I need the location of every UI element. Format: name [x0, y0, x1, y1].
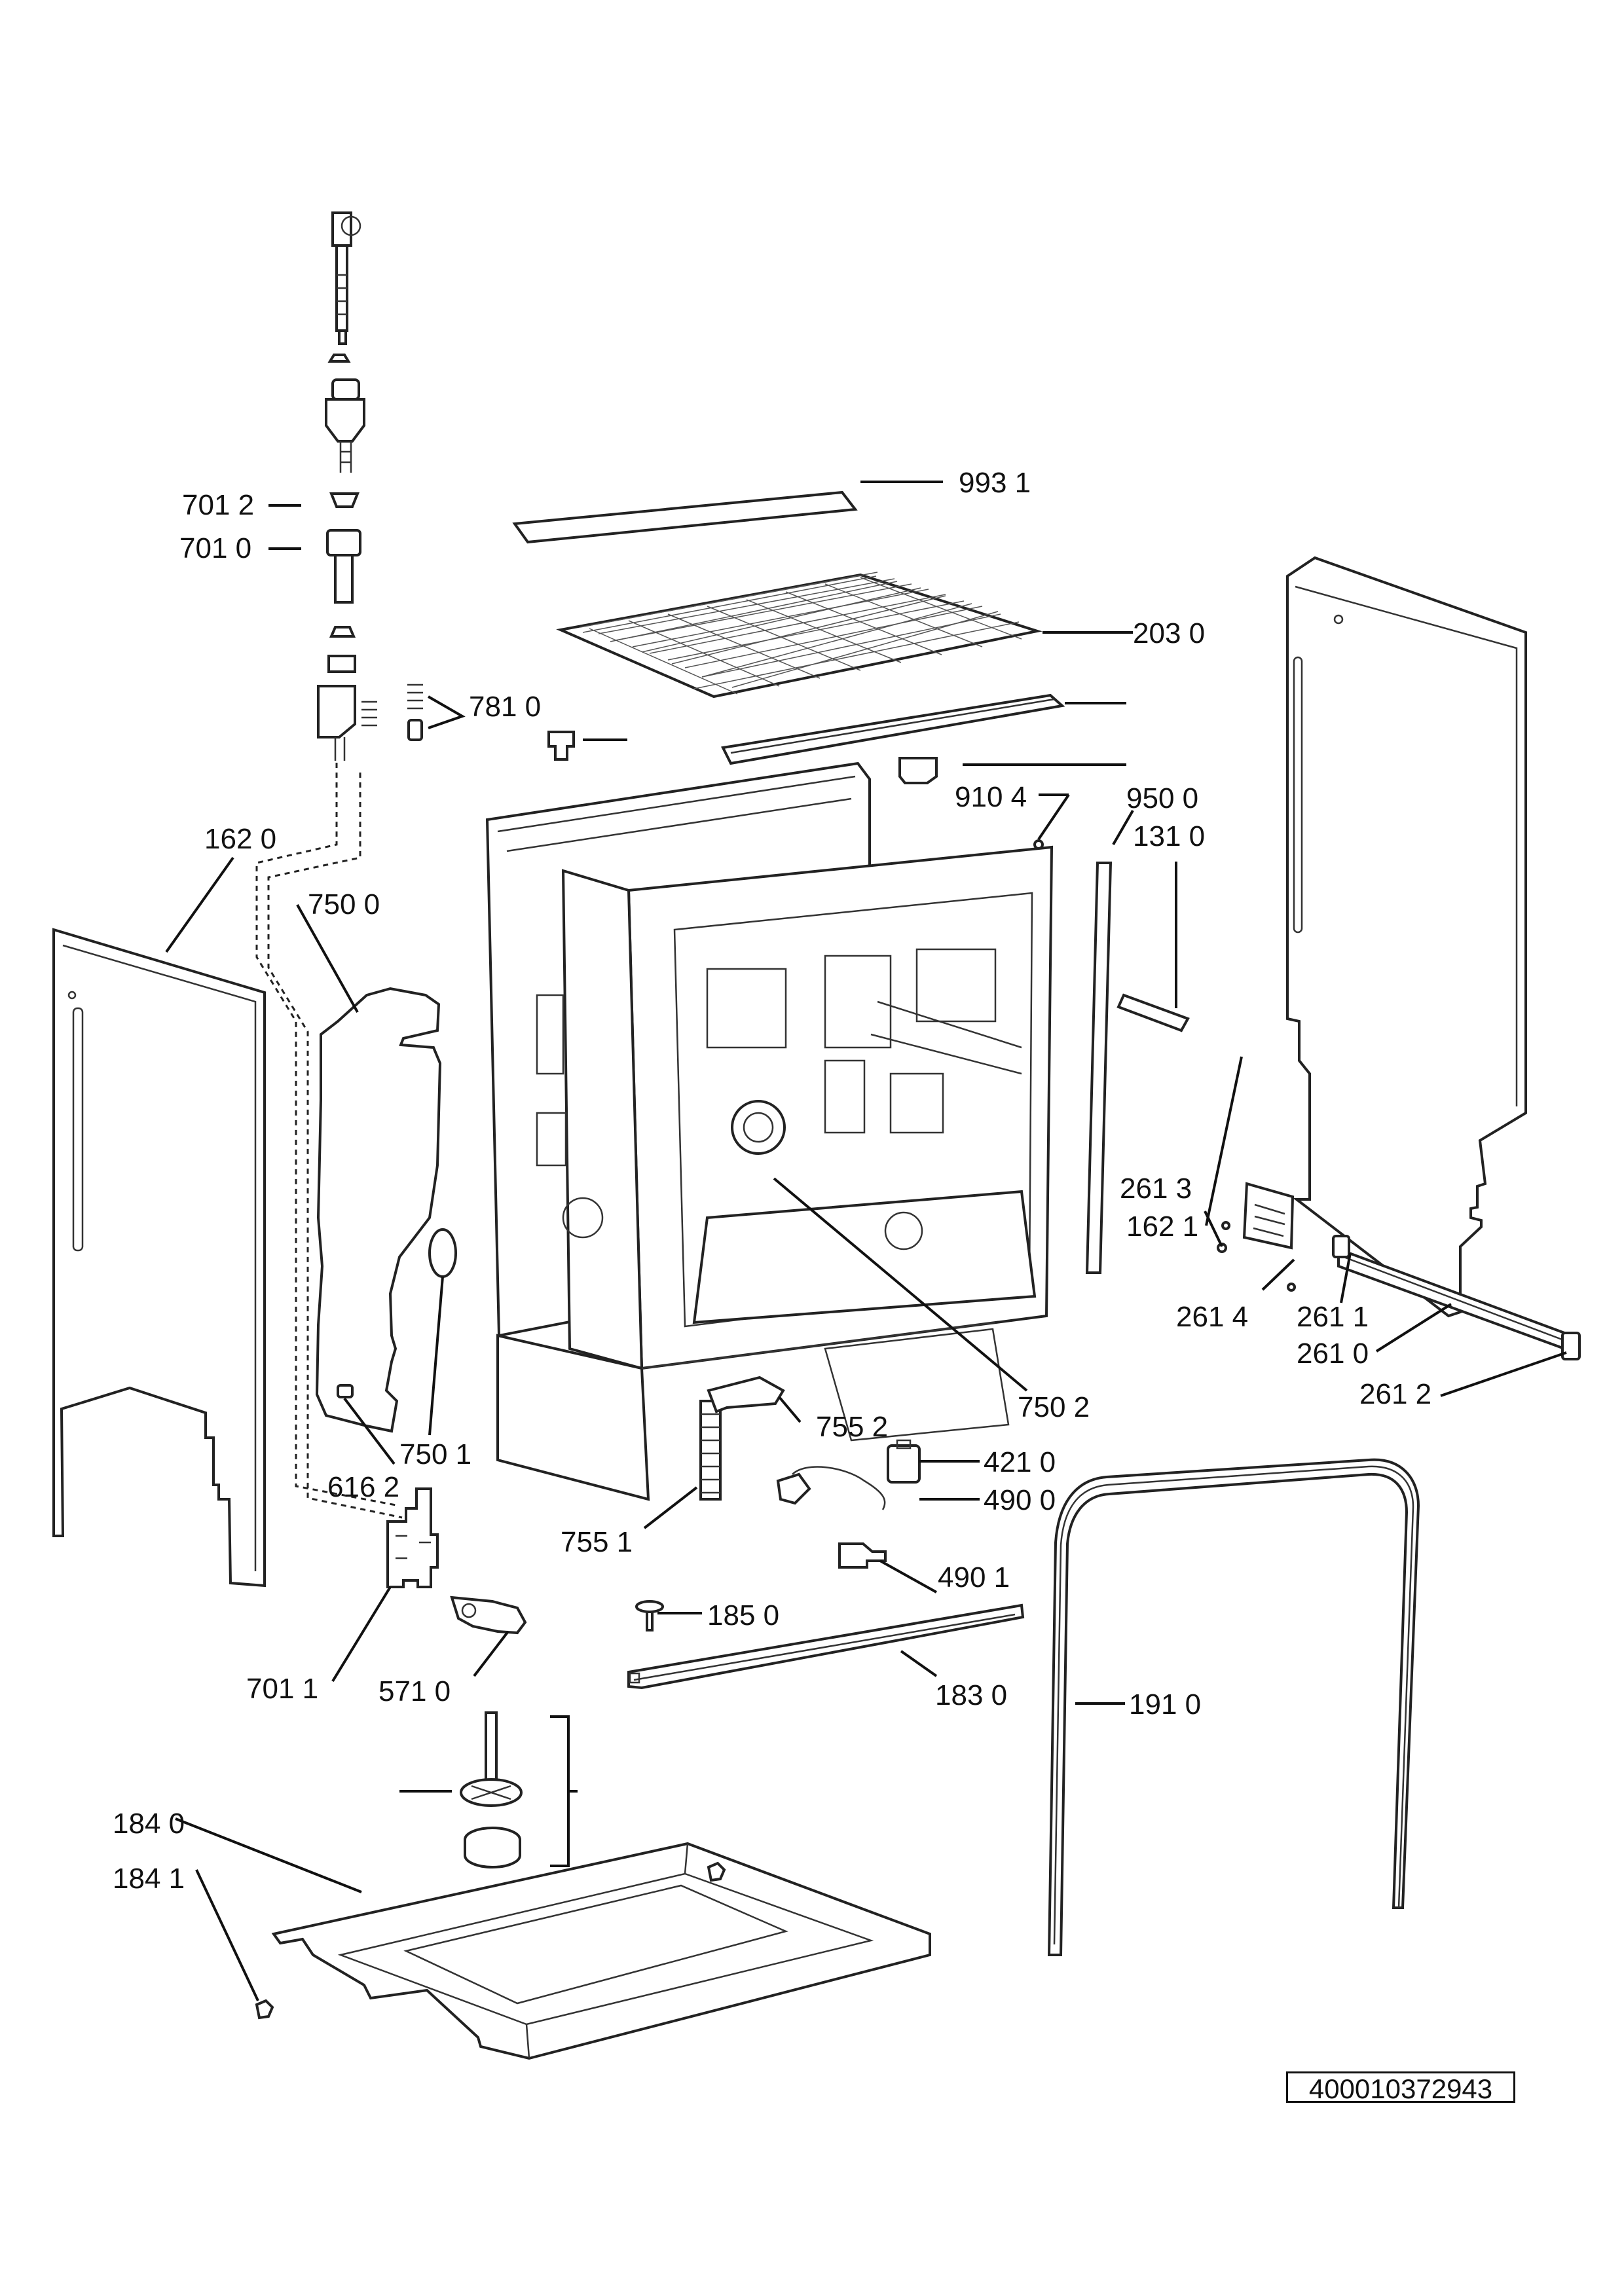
label-6162: 616 2	[327, 1471, 399, 1503]
inlet-hose-connector	[325, 354, 365, 473]
bar-1830	[627, 1603, 1025, 1690]
seal-strip-9500	[1085, 862, 1113, 1274]
label-7502: 750 2	[1018, 1391, 1090, 1423]
hose-nut-7010	[326, 529, 361, 604]
label-1621: 162 1	[1126, 1211, 1198, 1243]
clip-2611	[1332, 1235, 1350, 1258]
callout-labels: 701 2 701 0 993 1 203 0 781 0 910 4 950 …	[113, 467, 1431, 1895]
label-9931: 993 1	[959, 467, 1031, 499]
label-7500: 750 0	[308, 888, 380, 920]
side-panel-1620	[52, 928, 266, 1588]
leader-lines	[165, 481, 1567, 2001]
endcap-2612	[1561, 1332, 1581, 1360]
bracket-7552	[707, 1376, 785, 1413]
springs-7810	[361, 683, 423, 741]
label-5710: 571 0	[378, 1675, 451, 1707]
sensor-4901	[838, 1542, 887, 1569]
screw-1850	[635, 1600, 664, 1631]
top-strip-9931	[512, 490, 858, 544]
label-2613: 261 3	[1120, 1173, 1192, 1205]
door-seal-1910	[1047, 1458, 1420, 1956]
label-7010: 701 0	[179, 532, 251, 564]
screw-2613-c	[1287, 1283, 1296, 1292]
top-rail	[720, 693, 1065, 765]
label-4210: 421 0	[984, 1446, 1056, 1478]
part-6162	[337, 1384, 354, 1398]
label-7551: 755 1	[561, 1526, 633, 1558]
inlet-valve-assembly	[331, 211, 361, 345]
screw-1841-a	[255, 1999, 274, 2020]
bracket-2614	[1242, 1182, 1295, 1250]
cable-4900	[776, 1466, 886, 1510]
label-2611: 261 1	[1297, 1301, 1369, 1333]
label-4900: 490 0	[984, 1484, 1056, 1516]
label-9500: 950 0	[1126, 782, 1198, 814]
gasket-7012	[329, 492, 360, 508]
label-1620: 162 0	[204, 823, 276, 855]
document-number: 400010372943	[1286, 2071, 1515, 2104]
hinge-7011	[386, 1487, 439, 1588]
label-1830: 183 0	[935, 1679, 1007, 1711]
connector-lower	[317, 626, 356, 761]
base-tray-1840	[271, 1842, 931, 2060]
valve-5710	[450, 1595, 527, 1635]
side-insulation-7500	[315, 987, 442, 1433]
label-1910: 191 0	[1129, 1688, 1201, 1721]
label-7501: 750 1	[399, 1438, 471, 1470]
label-4901: 490 1	[938, 1561, 1010, 1594]
inlet-hose-path	[255, 763, 400, 1507]
label-1850: 185 0	[707, 1599, 779, 1631]
label-2614: 261 4	[1176, 1301, 1248, 1333]
label-7012: 701 2	[182, 489, 254, 521]
label-7810: 781 0	[469, 691, 541, 723]
screw-2613-b	[1221, 1221, 1230, 1230]
clip-part	[547, 731, 575, 761]
switch-4210	[887, 1439, 921, 1484]
label-2030: 203 0	[1133, 617, 1205, 649]
impeller-assembly	[460, 1711, 523, 1868]
screw-1841-b	[707, 1861, 726, 1882]
label-7011: 701 1	[246, 1673, 318, 1705]
small-bracket	[898, 757, 938, 784]
inlet-hose-path-2	[267, 773, 403, 1519]
side-panel-1621	[1286, 556, 1527, 1318]
group-bracket	[550, 1715, 578, 1867]
label-7552: 755 2	[816, 1411, 888, 1443]
spring-7551	[699, 1400, 722, 1501]
insulation-mat-2030	[556, 572, 1043, 699]
label-1310: 131 0	[1133, 820, 1205, 852]
label-1840: 184 0	[113, 1808, 185, 1840]
label-1841: 184 1	[113, 1863, 185, 1895]
gasket-7501	[428, 1228, 457, 1278]
main-tub	[485, 761, 1054, 1501]
label-2610: 261 0	[1297, 1338, 1369, 1370]
label-9104: 910 4	[955, 781, 1027, 813]
part-1310	[1116, 993, 1190, 1032]
label-2612: 261 2	[1359, 1378, 1431, 1410]
